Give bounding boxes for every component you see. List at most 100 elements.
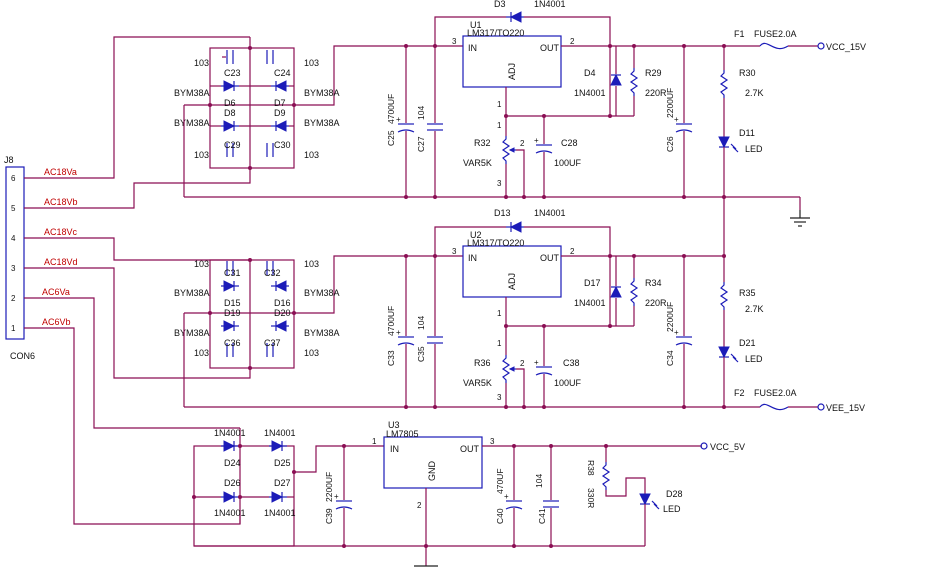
diode-value: 1N4001: [214, 508, 246, 518]
pin-label: IN: [390, 444, 399, 454]
resistor-value: 220R: [645, 88, 667, 98]
resistor-ref: R29: [645, 68, 662, 78]
junction-dots: [192, 44, 726, 548]
diode-ref: D16: [274, 298, 291, 308]
pin-number: 2: [417, 501, 422, 510]
cap-value: 470UF: [495, 468, 505, 494]
cap-ref: C24: [274, 68, 291, 78]
led-ref: D28: [666, 489, 683, 499]
cap-ref: C31: [224, 268, 241, 278]
pin-label: IN: [468, 253, 477, 263]
pin-label: GND: [427, 461, 437, 482]
net-label: AC18Vc: [44, 227, 78, 237]
cap-ref: C34: [665, 350, 675, 366]
cap-ref: C41: [537, 508, 547, 524]
diode-ref: D20: [274, 308, 291, 318]
pin-label: IN: [468, 43, 477, 53]
cap-value: 103: [194, 348, 209, 358]
net-label: AC18Va: [44, 167, 77, 177]
diode-value: BYM38A: [304, 288, 340, 298]
cap-ref: C39: [324, 508, 334, 524]
connector-pin: 3: [11, 264, 16, 273]
regulator-u1: [462, 35, 562, 88]
diode-ref: D15: [224, 298, 241, 308]
net-label: AC18Vd: [44, 257, 78, 267]
fuse-ref: F2: [734, 388, 745, 398]
regulator-part: LM317/TO220: [467, 28, 524, 38]
mid-regulator-section: IN OUT ADJ U2 LM317/TO220 3 2 1 D13 1N40…: [183, 208, 865, 413]
cap-value: 104: [534, 474, 544, 488]
cap-value: 103: [194, 58, 209, 68]
cap-value: 2200UF: [665, 302, 675, 332]
cap-ref: C23: [224, 68, 241, 78]
diode-value: 1N4001: [534, 208, 566, 218]
cap-ref: C37: [264, 338, 281, 348]
pin-label: OUT: [540, 43, 560, 53]
resistor-ref: R30: [739, 68, 756, 78]
five-volt-section: IN OUT GND U3 LM7805 1 3 2 VCC_5V D28 LE…: [294, 420, 745, 567]
cap-ref: C33: [386, 350, 396, 366]
diode-value: BYM38A: [304, 328, 340, 338]
resistor-value: 2.7K: [745, 88, 764, 98]
cap-ref: C25: [386, 130, 396, 146]
cap-value: 103: [194, 150, 209, 160]
diode-value: BYM38A: [304, 88, 340, 98]
connector-pin: 4: [11, 234, 16, 243]
cap-ref: C28: [561, 138, 578, 148]
resistor-ref: R38: [586, 460, 596, 476]
cap-value: 104: [416, 106, 426, 120]
fuse-value: FUSE2.0A: [754, 29, 797, 39]
cap-ref: C26: [665, 136, 675, 152]
diode-value: BYM38A: [174, 328, 210, 338]
regulator-u3: [383, 436, 483, 489]
bridge-low: 1N4001 1N4001 1N4001 1N4001 D24 D25 D26 …: [193, 428, 645, 547]
pin-label: OUT: [540, 253, 560, 263]
pin-number: 2: [570, 247, 575, 256]
cap-ref: C27: [416, 136, 426, 152]
connector-j8: J8 CON6 6 5 4 3 2 1 AC18Va AC18Vb AC18Vc…: [4, 155, 78, 361]
diode-value: 1N4001: [574, 298, 606, 308]
connector-pin: 6: [11, 174, 16, 183]
led-ref: D11: [739, 128, 755, 138]
pin-number: 1: [497, 100, 502, 109]
net-label: AC6Vb: [42, 317, 71, 327]
top-regulator-section: IN OUT ADJ U1 LM317/TO220 3 2 1 D3 1N400…: [183, 0, 866, 255]
diode-ref: D27: [274, 478, 291, 488]
diode-ref: D8: [224, 108, 236, 118]
diode-ref: D17: [584, 278, 601, 288]
net-label: AC6Va: [42, 287, 70, 297]
pin-number: 2: [520, 139, 525, 148]
resistor-value: 220R: [645, 298, 667, 308]
regulator-ref: U1: [470, 20, 482, 30]
ground-icon: [789, 209, 811, 227]
pin-label: ADJ: [507, 273, 517, 290]
led-value: LED: [745, 144, 763, 154]
cap-ref: C36: [224, 338, 241, 348]
diode-value: BYM38A: [174, 88, 210, 98]
pin-number: 1: [497, 121, 502, 130]
cap-ref: C38: [563, 358, 580, 368]
connector-pin: 5: [11, 204, 16, 213]
pin-number: 1: [372, 437, 377, 446]
regulator-part: LM317/TO220: [467, 238, 524, 248]
net-label: AC18Vb: [44, 197, 78, 207]
cap-value: 103: [304, 58, 319, 68]
regulator-ref: U2: [470, 230, 482, 240]
led-value: LED: [663, 504, 681, 514]
diode-ref: D4: [584, 68, 596, 78]
cap-value: 100UF: [554, 158, 582, 168]
cap-value: 103: [304, 259, 319, 269]
bridge-mid: 103 103 103 103 C31 C32 C36 C37 D15 D16 …: [174, 259, 340, 369]
fuse-value: FUSE2.0A: [754, 388, 797, 398]
diode-value: BYM38A: [174, 118, 210, 128]
diode-ref: D19: [224, 308, 241, 318]
connector-pin: 2: [11, 294, 16, 303]
output-label-vcc15: VCC_15V: [826, 42, 866, 52]
connector-wires: [24, 36, 251, 525]
regulator-u2: [462, 245, 562, 298]
resistor-value: 330R: [586, 488, 596, 508]
led-ref: D21: [739, 338, 756, 348]
output-label-vcc5: VCC_5V: [710, 442, 745, 452]
cap-ref: C30: [274, 140, 291, 150]
